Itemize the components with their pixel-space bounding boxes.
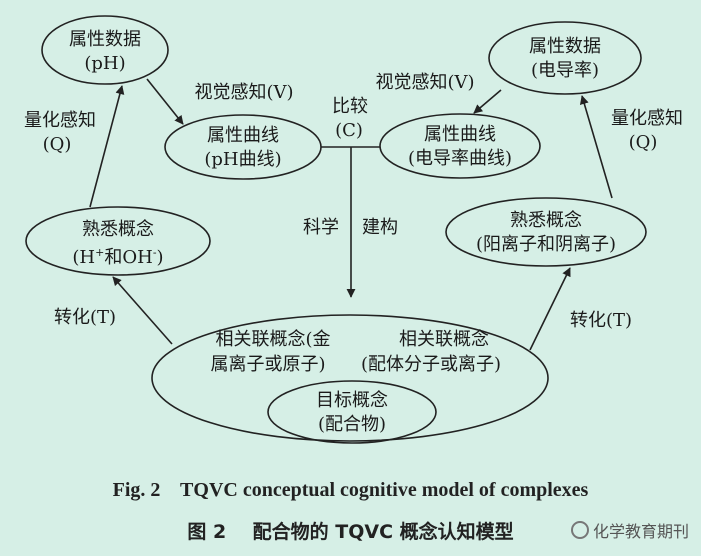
visual-right-arrow bbox=[473, 89, 502, 114]
visual-left-label: 视觉感知(V) bbox=[194, 82, 293, 103]
attr-curve-cond-sub: (电导率曲线) bbox=[408, 148, 512, 169]
attr-curve-cond-ellipse bbox=[379, 113, 541, 179]
attr-data-ph-ellipse bbox=[41, 15, 169, 85]
visual-right-label: 视觉感知(V) bbox=[375, 72, 474, 93]
caption-chinese: 图 2 配合物的 TQVC 概念认知模型 bbox=[187, 521, 514, 543]
attr-data-ph-title: 属性数据 bbox=[69, 29, 141, 50]
related-ellipse bbox=[151, 314, 549, 442]
target-title: 目标概念 bbox=[316, 389, 388, 411]
construct-label: 建构 bbox=[362, 217, 398, 238]
attr-curve-ph-title: 属性曲线 bbox=[207, 125, 279, 146]
attr-data-cond-title: 属性数据 bbox=[529, 36, 601, 57]
tqvc-diagram: 属性数据 (pH) 属性数据 (电导率) 属性曲线 (pH曲线) 属性曲线 (电… bbox=[24, 15, 683, 444]
familiar-ion-ellipse bbox=[445, 197, 647, 267]
transform-right-arrow bbox=[529, 267, 571, 351]
caption-english: Fig. 2 TQVC conceptual cognitive model o… bbox=[112, 479, 589, 501]
quant-left-label: 量化感知 bbox=[24, 110, 96, 131]
science-label: 科学 bbox=[303, 217, 339, 238]
familiar-ion-title: 熟悉概念 bbox=[510, 209, 582, 231]
transform-left-arrow bbox=[112, 276, 173, 345]
attr-data-cond-ellipse bbox=[488, 21, 642, 95]
quant-right-label: 量化感知 bbox=[611, 108, 683, 129]
watermark: 化学教育期刊 bbox=[570, 518, 689, 542]
target-sub: (配合物) bbox=[318, 414, 386, 435]
attr-data-cond-sub: (电导率) bbox=[531, 60, 599, 81]
attr-curve-cond-title: 属性曲线 bbox=[424, 124, 496, 145]
visual-left-arrow bbox=[146, 78, 184, 125]
compare-label: 比较 bbox=[332, 96, 368, 117]
quant-right-q: (Q) bbox=[629, 132, 658, 153]
watermark-text: 化学教育期刊 bbox=[592, 522, 689, 541]
transform-right-label: 转化(T) bbox=[570, 310, 632, 331]
quant-left-arrow bbox=[89, 85, 125, 208]
familiar-ion-sub: (阳离子和阴离子) bbox=[476, 234, 616, 255]
related-left-line2: 属离子或原子) bbox=[210, 354, 325, 375]
attr-curve-ph-sub: (pH曲线) bbox=[204, 149, 281, 170]
attr-data-ph-sub: (pH) bbox=[84, 53, 125, 74]
familiar-h-title: 熟悉概念 bbox=[82, 218, 154, 240]
compare-c: (C) bbox=[335, 120, 363, 141]
related-right-line1: 相关联概念 bbox=[399, 328, 489, 350]
related-left-line1: 相关联概念(金 bbox=[215, 328, 330, 350]
familiar-h-ellipse bbox=[25, 206, 211, 276]
transform-left-label: 转化(T) bbox=[54, 307, 116, 328]
familiar-h-sub: (H+和OH-) bbox=[72, 246, 163, 268]
target-ellipse bbox=[267, 380, 437, 444]
related-right-line2: (配体分子或离子) bbox=[361, 354, 501, 375]
quant-right-arrow bbox=[579, 95, 613, 199]
quant-left-q: (Q) bbox=[43, 134, 72, 155]
wechat-icon bbox=[570, 521, 589, 539]
